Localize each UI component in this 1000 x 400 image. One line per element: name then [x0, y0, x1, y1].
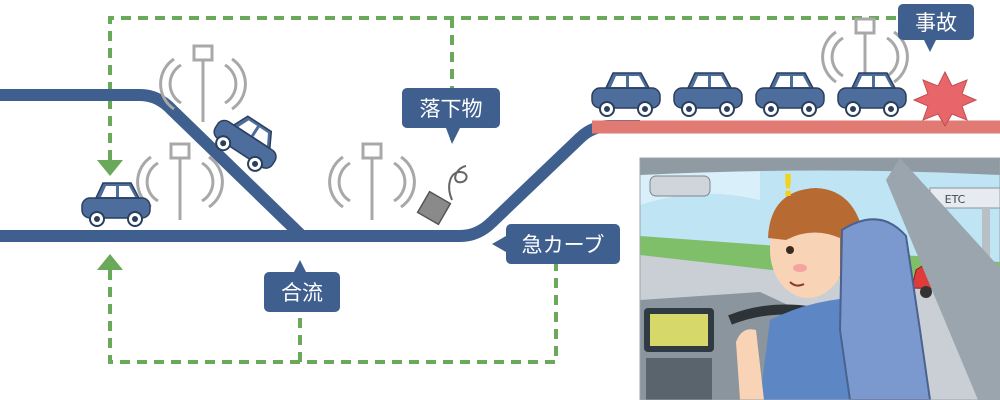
callout-label-goryu: 合流 — [281, 281, 323, 305]
etc-gate: ETC — [929, 187, 1000, 288]
collision-burst-icon — [912, 70, 978, 127]
arrow-up-icon — [97, 254, 123, 270]
info-route-top — [108, 16, 940, 160]
etc-gate-sign: ETC — [945, 193, 966, 206]
seat — [838, 218, 932, 400]
callout-label-jiko: 事故 — [915, 11, 957, 35]
merging-ramp — [0, 89, 307, 241]
car-icon — [591, 72, 661, 117]
arrow-down-icon — [97, 160, 123, 176]
car-icon — [673, 72, 743, 117]
callout-goryu: 合流 — [264, 260, 340, 312]
car-icon — [755, 72, 825, 117]
info-route-bottom — [108, 262, 558, 364]
callout-jiko: 事故 — [898, 4, 974, 52]
alert-exclamation: ! — [781, 169, 795, 204]
callout-label-kyu-curve: 急カーブ — [522, 233, 605, 257]
fallen-object-icon — [416, 165, 468, 226]
callout-label-rakkabutsu: 落下物 — [420, 97, 483, 121]
roadside-sensor-icon — [328, 142, 416, 222]
driver-inset: ETC ! — [639, 157, 1000, 400]
callout-rakkabutsu: 落下物 — [402, 88, 500, 144]
callout-kyu-curve: 急カーブ — [492, 224, 620, 264]
